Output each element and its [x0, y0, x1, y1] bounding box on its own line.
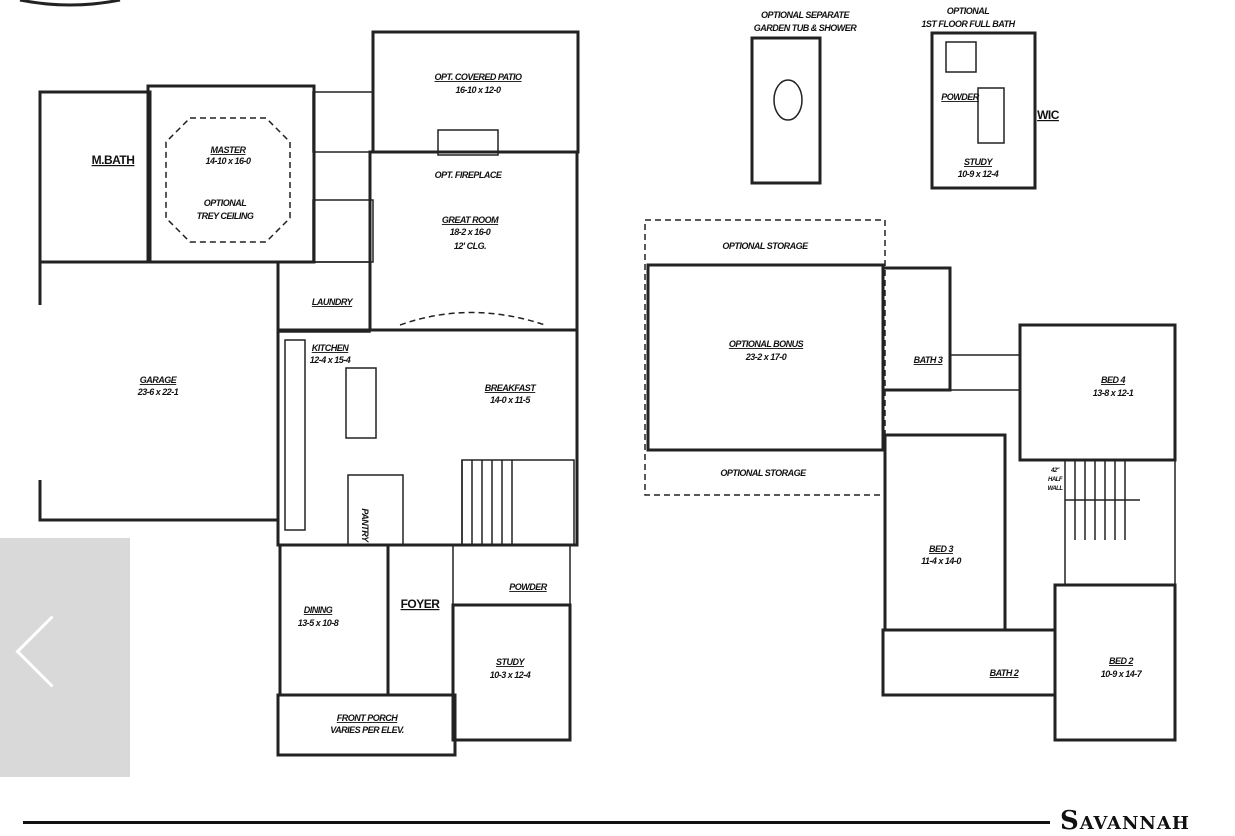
half-wall-2: HALF: [1048, 477, 1063, 483]
second-floor-walls: [461, 219, 1177, 742]
bed3-size: 11-4 x 14-0: [921, 556, 961, 566]
pantry-label: PANTRY: [360, 508, 370, 543]
patio-label: OPT. COVERED PATIO: [434, 72, 522, 82]
garden-tub-title-1: OPTIONAL SEPARATE: [761, 10, 851, 20]
master-size: 14-10 x 16-0: [205, 156, 251, 166]
kitchen-label: KITCHEN: [312, 343, 349, 353]
garage-label: GARAGE: [140, 375, 178, 385]
logo-fragment: [19, 0, 121, 7]
powder-label: POWDER: [509, 582, 548, 592]
carousel-prev-button[interactable]: [0, 538, 130, 777]
foyer-label: FOYER: [401, 597, 441, 611]
bath3-label: BATH 3: [914, 355, 943, 365]
fireplace-label: OPT. FIREPLACE: [435, 170, 503, 180]
trey-note-2: TREY CEILING: [197, 211, 254, 221]
breakfast-label: BREAKFAST: [485, 383, 538, 393]
garage-size: 23-6 x 22-1: [137, 387, 179, 397]
great-room-ceiling: 12' CLG.: [454, 241, 486, 251]
breakfast-size: 14-0 x 11-5: [490, 395, 531, 405]
great-room-size: 18-2 x 16-0: [450, 227, 491, 237]
master-label: MASTER: [211, 145, 247, 155]
bed2-size: 10-9 x 14-7: [1101, 669, 1143, 679]
trey-note-1: OPTIONAL: [204, 198, 247, 208]
inset-powder-label: POWDER: [941, 92, 980, 102]
study-label: STUDY: [496, 657, 525, 667]
dining-label: DINING: [304, 605, 333, 615]
dining-size: 13-5 x 10-8: [298, 618, 339, 628]
first-floor-walls: [38, 30, 580, 757]
study-size: 10-3 x 12-4: [490, 670, 531, 680]
storage-top-label: OPTIONAL STORAGE: [722, 241, 809, 251]
garden-tub-title-2: GARDEN TUB & SHOWER: [754, 23, 857, 33]
full-bath-title-2: 1ST FLOOR FULL BATH: [921, 19, 1015, 29]
divider-rule: [23, 821, 1050, 824]
storage-bottom-label: OPTIONAL STORAGE: [720, 468, 807, 478]
bed4-size: 13-8 x 12-1: [1093, 388, 1134, 398]
inset-wic-label: WIC: [1037, 108, 1060, 122]
half-wall-3: WALL: [1048, 486, 1064, 492]
master-bath-label: M.BATH: [92, 153, 135, 167]
bonus-label: OPTIONAL BONUS: [729, 339, 804, 349]
chevron-left-icon: [15, 615, 88, 688]
patio-size: 16-10 x 12-0: [455, 85, 501, 95]
plan-name: Savannah: [1060, 806, 1190, 836]
front-porch-note: VARIES PER ELEV.: [330, 725, 404, 735]
full-bath-title-1: OPTIONAL: [947, 6, 990, 16]
bath2-label: BATH 2: [990, 668, 1019, 678]
bed2-label: BED 2: [1109, 656, 1134, 666]
laundry-label: LAUNDRY: [312, 297, 354, 307]
kitchen-size: 12-4 x 15-4: [310, 355, 351, 365]
inset-study-size: 10-9 x 12-4: [958, 169, 999, 179]
half-wall-1: 42": [1050, 468, 1060, 474]
bed4-label: BED 4: [1101, 375, 1126, 385]
great-room-label: GREAT ROOM: [442, 215, 499, 225]
inset-plans: [750, 31, 1037, 190]
bed3-label: BED 3: [929, 544, 954, 554]
bonus-size: 23-2 x 17-0: [745, 352, 787, 362]
front-porch-label: FRONT PORCH: [337, 713, 398, 723]
inset-study-label: STUDY: [964, 157, 993, 167]
